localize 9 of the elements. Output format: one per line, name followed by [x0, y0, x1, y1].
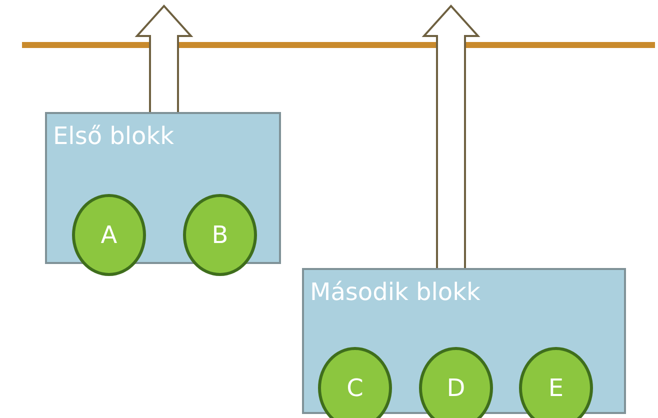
block-arrow [134, 4, 194, 113]
node-circle: A [72, 194, 146, 276]
node-circle: B [183, 194, 257, 276]
block-title: Első blokk [53, 122, 174, 150]
node-circle: E [519, 347, 593, 418]
node-circle: C [318, 347, 392, 418]
node-circle: D [419, 347, 493, 418]
block-arrow [422, 4, 480, 269]
block-title: Második blokk [310, 278, 480, 306]
